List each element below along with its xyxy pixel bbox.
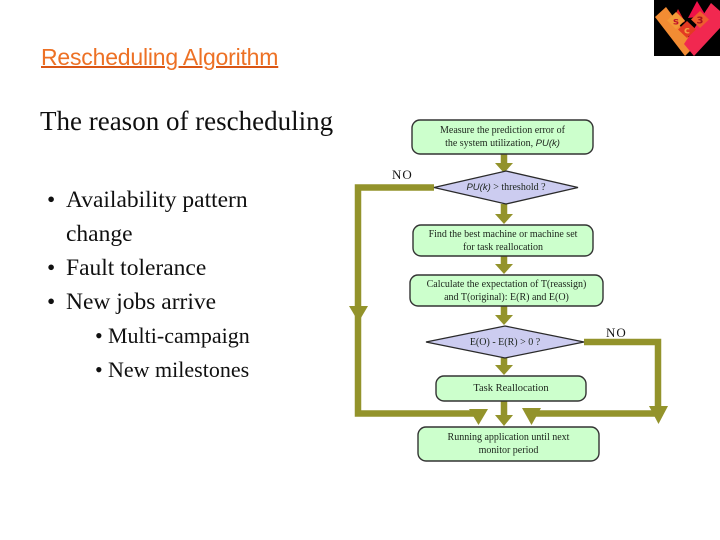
slide-title: Rescheduling Algorithm: [41, 44, 279, 70]
shape-step-realloc: [435, 375, 587, 402]
flowchart-step-reallocation: Task Reallocation: [473, 383, 549, 394]
bullet-multi-campaign: Multi-campaign: [95, 319, 309, 353]
no-branch-label-left: NO: [392, 167, 413, 182]
flowchart-step-measure: Measure the prediction error of the syst…: [412, 120, 593, 154]
arrowhead-no-left-mid: [349, 306, 368, 322]
bullet-availability: Availability pattern change: [47, 183, 309, 251]
bullet-list: Availability pattern change Fault tolera…: [47, 183, 309, 387]
logo-letter-c: c: [684, 26, 690, 37]
decision-expectation-label: E(O) - E(R) > 0 ?: [469, 336, 541, 348]
connector-no-right: [584, 338, 662, 410]
arrowhead-no-right-corner: [649, 406, 668, 424]
flowchart-arrowheads: [349, 163, 668, 426]
arrowhead-no-right-end: [522, 408, 541, 425]
shape-step-running: [417, 426, 600, 462]
bullet-new-jobs: New jobs arrive: [47, 285, 309, 319]
flowchart-step-calc: Calculate the expectation of T(reassign)…: [426, 278, 587, 303]
logo-diamond-3: [691, 11, 709, 28]
logo-letter-s: s: [673, 17, 679, 28]
bullet-new-milestones: New milestones: [95, 353, 309, 387]
logo-arm-right: [684, 3, 720, 56]
corner-logo: s 3 c: [654, 0, 720, 56]
shape-step-find: [412, 224, 594, 257]
no-branch-label-right: NO: [606, 325, 627, 340]
flowchart-step-find: Find the best machine or machine set for…: [428, 228, 578, 253]
logo-letter-3: 3: [697, 16, 704, 27]
bullet-fault-tolerance: Fault tolerance: [47, 251, 309, 285]
flowchart-decision-diamonds: [425, 170, 585, 359]
arrowhead-no-left-end: [469, 409, 488, 425]
flowchart-decision-expectation: E(O) - E(R) > 0 ?: [426, 327, 584, 357]
shape-decision-expectation: [425, 325, 585, 359]
logo-diamond-s: [667, 12, 685, 29]
slide-subtitle: The reason of rescheduling: [40, 106, 334, 136]
flowchart-process-boxes: [409, 119, 604, 462]
shape-decision-threshold: [433, 170, 579, 205]
step-measure-line1: Measure the prediction error of: [440, 125, 565, 136]
flowchart-step-running: Running application until next monitor p…: [447, 432, 570, 456]
flowchart-decision-threshold: PU(k) > threshold ?: [434, 172, 578, 203]
shape-step-measure: [411, 119, 594, 155]
shape-step-calc: [409, 274, 604, 307]
logo-diamond-c: [678, 21, 696, 38]
decision-threshold-label: PU(k) > threshold ?: [466, 182, 546, 193]
step-measure-line2: the system utilization, PU(k): [445, 138, 560, 149]
connector-no-left: [354, 184, 478, 417]
